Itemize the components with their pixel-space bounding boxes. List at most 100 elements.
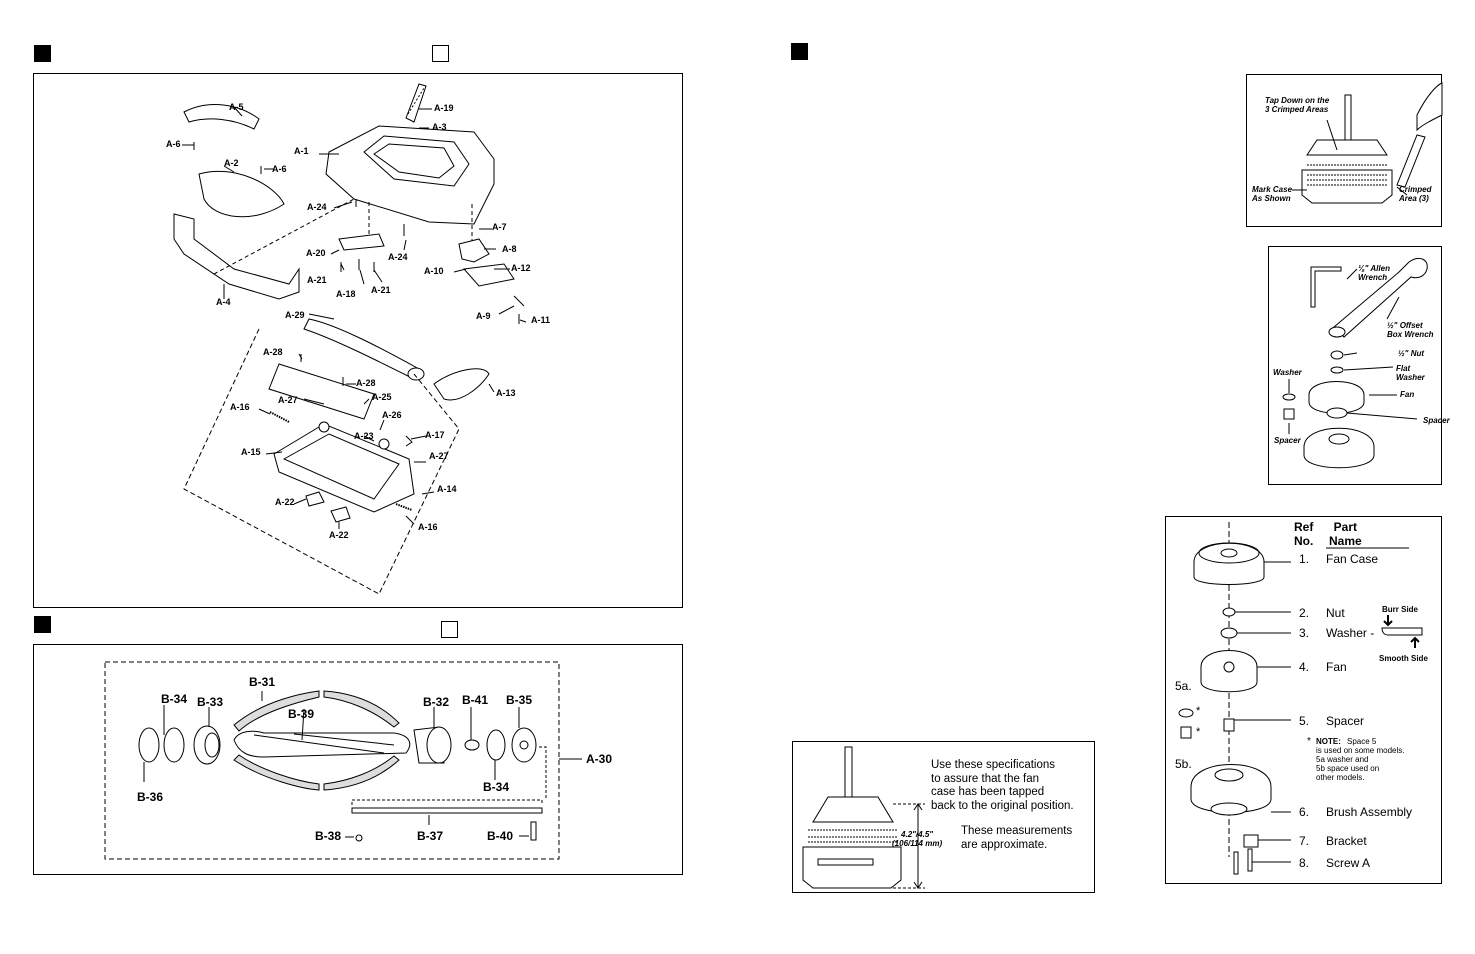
callout-label: A-1 (294, 146, 309, 156)
section-a-marker (34, 45, 51, 62)
spec-panel: 4.2"/4.5" (106/114 mm) Use these specifi… (792, 741, 1095, 893)
callout-label: A-4 (216, 297, 231, 307)
note-label: NOTE: (1316, 737, 1341, 746)
callout-label: A-13 (496, 388, 516, 398)
label-5b: 5b. (1175, 757, 1192, 771)
callout-label: A-9 (476, 311, 491, 321)
nozzle-exploded-drawing (173, 83, 527, 595)
callout-label: B-33 (197, 695, 224, 709)
spec-instructions: Use these specifications to assure that … (931, 759, 1074, 812)
burr-side-label: Burr Side (1382, 605, 1419, 614)
callout-label: A-19 (434, 103, 454, 113)
mark-case-label: Mark Case As Shown (1252, 185, 1293, 203)
spacer-right-label: Spacer (1423, 416, 1450, 425)
callout-label: A-29 (285, 310, 305, 320)
callout-label: A-28 (356, 378, 376, 388)
table-row-name: Fan Case (1326, 552, 1379, 566)
table-row-no: 1. (1299, 552, 1310, 566)
callout-label: A-12 (511, 263, 531, 273)
flat-washer-label: Flat Washer (1396, 364, 1425, 382)
note-text: Space 5 is used on some models. 5a washe… (1316, 737, 1405, 782)
brushroll-exploded-view-panel: B-31 B-34 B-33 B-39 B-32 B-41 B-35 A-30 … (33, 644, 683, 875)
callout-label: A-24 (388, 252, 408, 262)
fan-parts-panel: Ref No. Part Name 1. Fan Case 2. Nut 3. … (1165, 516, 1442, 884)
table-row-no: 2. (1299, 606, 1310, 620)
spacer-left-label: Spacer (1274, 436, 1301, 445)
callout-label: A-6 (166, 139, 181, 149)
measurement-label: 4.2"/4.5" (106/114 mm) (892, 830, 943, 848)
table-header-part: Part Name (1329, 520, 1362, 548)
callout-label: A-23 (354, 431, 374, 441)
tools-panel: ⅛" Allen Wrench ½" Offset Box Wrench ½" … (1268, 246, 1450, 485)
table-row-name: Screw A (1326, 856, 1371, 870)
callout-label: A-2 (224, 158, 239, 168)
callout-label: B-36 (137, 790, 164, 804)
table-row-name: Brush Assembly (1326, 805, 1413, 819)
callout-label: B-34 (161, 692, 188, 706)
callout-label: A-3 (432, 122, 447, 132)
callout-label: A-15 (241, 447, 261, 457)
nozzle-exploded-view-panel: A-5 A-6 A-2 A-6 A-1 A-19 A-3 A-24 A-4 A-… (33, 73, 683, 608)
callout-label: A-5 (229, 102, 244, 112)
section-c-marker (791, 43, 808, 60)
section-b-checkbox[interactable] (441, 621, 458, 638)
fan-case-drawing (1292, 82, 1443, 204)
callout-label: A-21 (307, 275, 327, 285)
callout-label: A-18 (336, 289, 356, 299)
section-a-checkbox[interactable] (432, 45, 449, 62)
table-row-no: 4. (1299, 660, 1310, 674)
callout-label: A-27 (429, 451, 449, 461)
fan-case-crimp-panel: Tap Down on the 3 Crimped Areas Mark Cas… (1246, 74, 1443, 227)
table-row-name: Fan (1326, 660, 1347, 674)
table-row-no: 5. (1299, 714, 1310, 728)
callout-label: A-26 (382, 410, 402, 420)
table-row-name: Bracket (1326, 834, 1367, 848)
callout-label: B-35 (506, 693, 533, 707)
callout-label: A-14 (437, 484, 457, 494)
callout-label: B-39 (288, 707, 315, 721)
callout-label: A-17 (425, 430, 445, 440)
washer-label: Washer (1273, 368, 1302, 377)
callout-label: A-6 (272, 164, 287, 174)
section-b-marker (34, 616, 51, 633)
table-row-name: Washer - (1326, 626, 1375, 640)
asterisk-5b: * (1196, 726, 1201, 738)
spec-drawing (802, 746, 925, 889)
callout-label: A-16 (418, 522, 438, 532)
callout-label: A-10 (424, 266, 444, 276)
callout-label: B-34 (483, 780, 510, 794)
offset-wrench-label: ½" Offset Box Wrench (1387, 321, 1434, 339)
callout-label: A-22 (275, 497, 295, 507)
spec-note: These measurements are approximate. (961, 825, 1073, 851)
callout-label: A-25 (372, 392, 392, 402)
brushroll-exploded-drawing (104, 661, 582, 860)
callout-label: B-38 (315, 829, 342, 843)
callout-label: A-24 (307, 202, 327, 212)
callout-label: A-7 (492, 222, 507, 232)
callout-label: A-20 (306, 248, 326, 258)
callout-label: A-8 (502, 244, 517, 254)
callout-label: B-31 (249, 675, 276, 689)
callout-label: A-28 (263, 347, 283, 357)
callout-label: B-32 (423, 695, 450, 709)
tap-down-label: Tap Down on the 3 Crimped Areas (1265, 96, 1330, 114)
callout-label: A-11 (531, 315, 551, 325)
table-row-no: 6. (1299, 805, 1310, 819)
asterisk-5a: * (1196, 705, 1201, 717)
callout-label: A-22 (329, 530, 349, 540)
table-row-no: 7. (1299, 834, 1310, 848)
callout-label: A-30 (586, 752, 613, 766)
nut-label: ½" Nut (1398, 349, 1425, 358)
note-asterisk: * (1307, 736, 1311, 747)
fan-label: Fan (1400, 390, 1415, 399)
callout-label: A-21 (371, 285, 391, 295)
label-5a: 5a. (1175, 679, 1192, 693)
crimped-area-label: Crimped Area (3) (1399, 185, 1432, 203)
fan-parts-drawing (1178, 522, 1423, 875)
callout-label: B-41 (462, 693, 489, 707)
callout-label: A-16 (230, 402, 250, 412)
table-header-ref: Ref No. (1294, 520, 1314, 548)
tools-drawing (1282, 258, 1428, 469)
table-row-name: Nut (1326, 606, 1345, 620)
callout-label: B-40 (487, 829, 514, 843)
